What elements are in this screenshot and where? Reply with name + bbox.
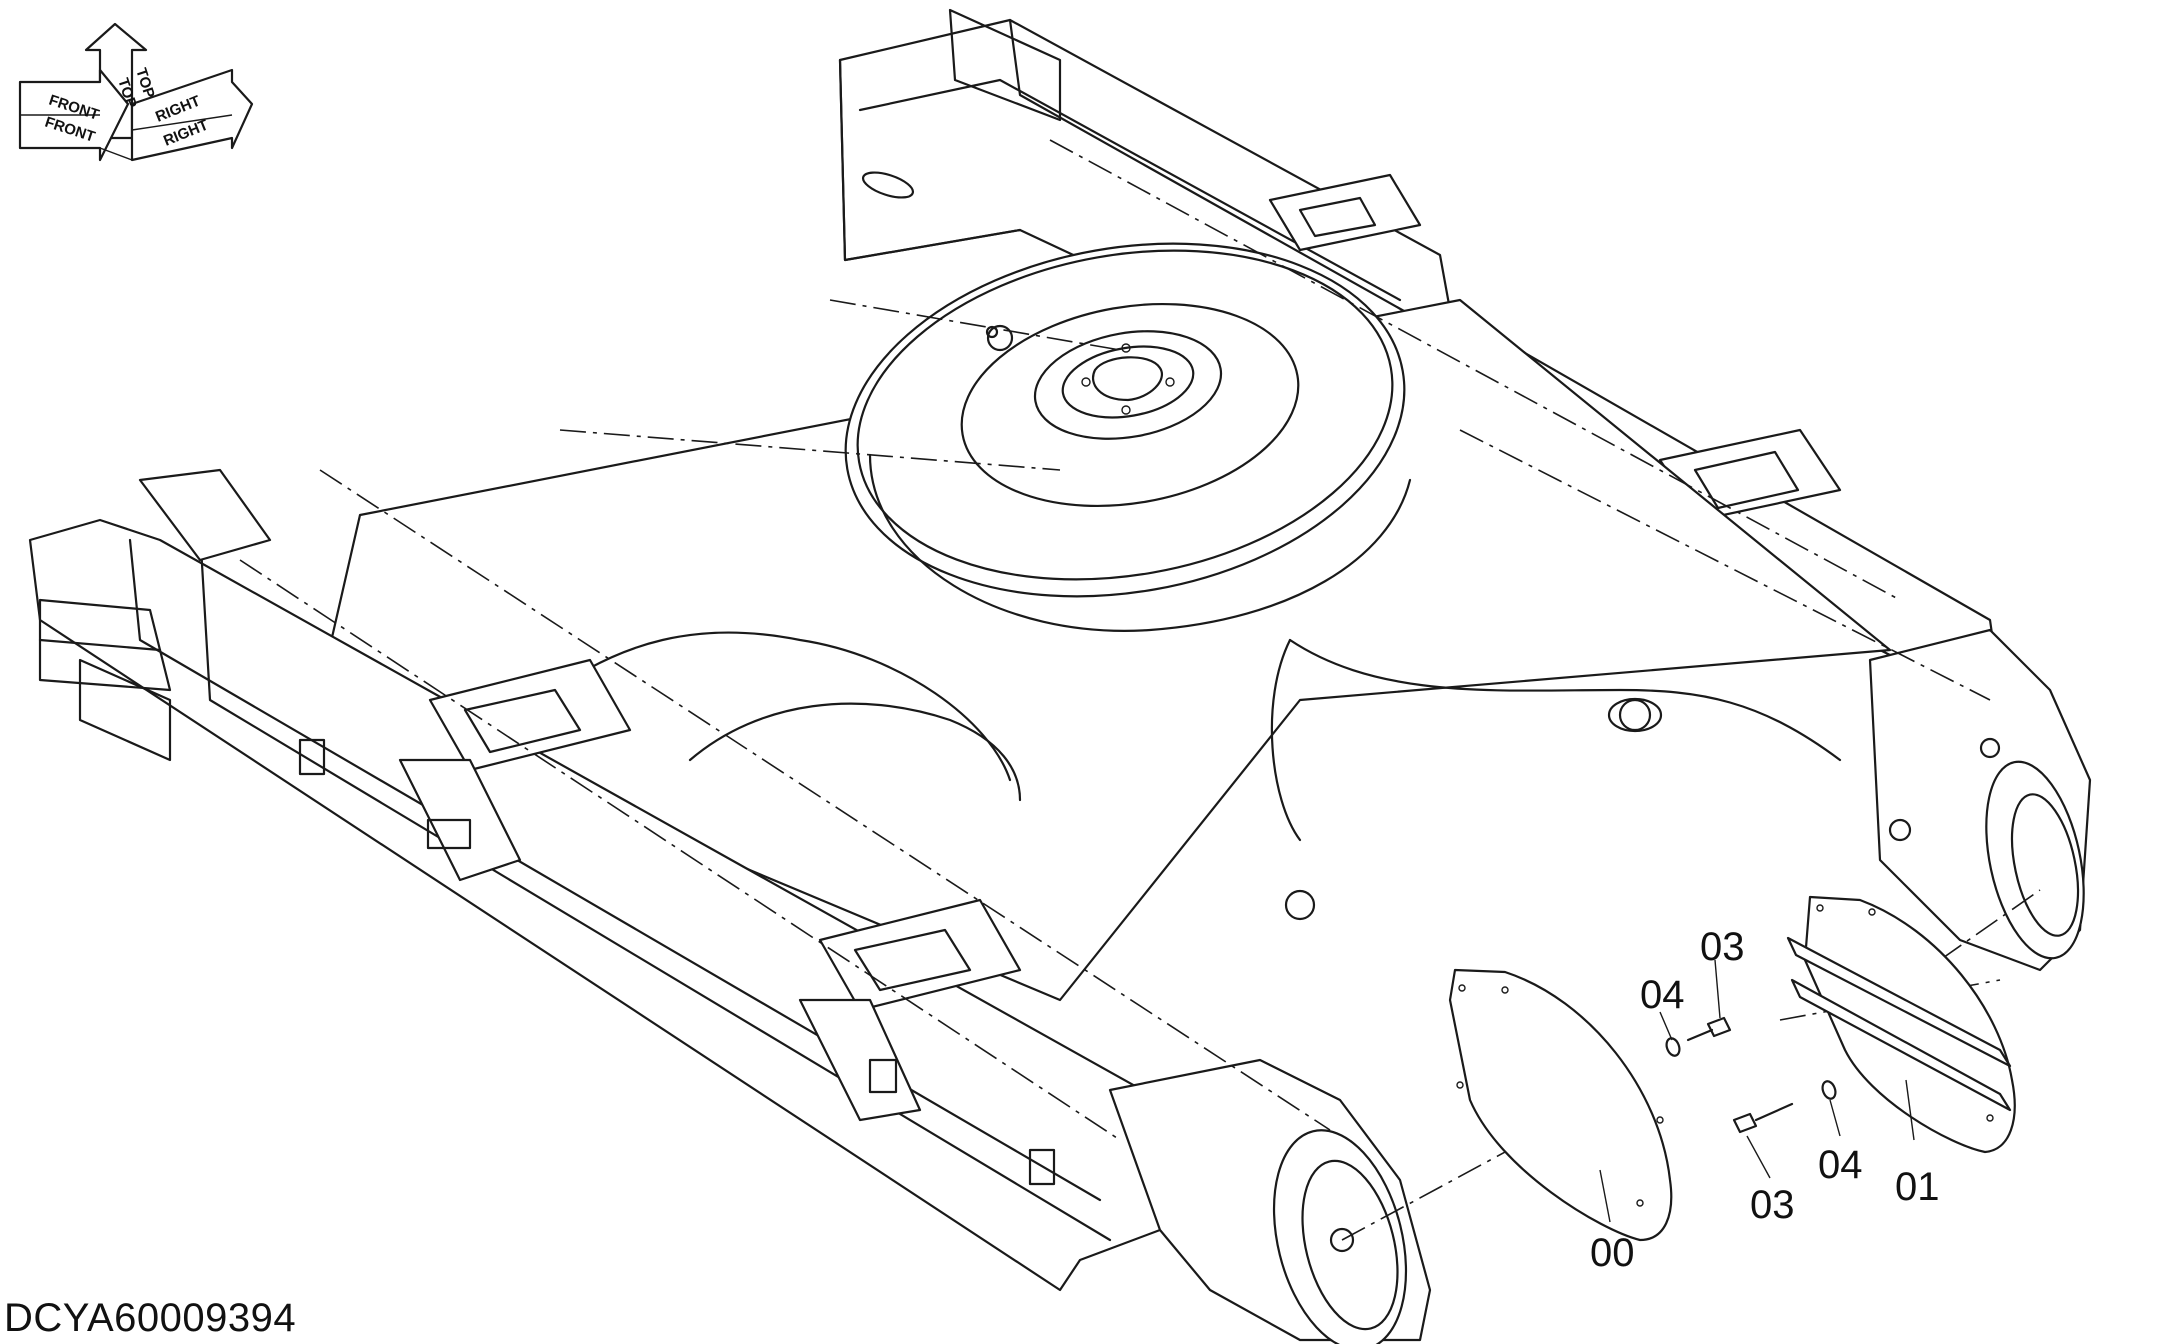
- left-side-frame: [28, 468, 1162, 1292]
- leader-lines: [1599, 959, 1915, 1223]
- callout-00: 00: [1590, 1231, 1635, 1275]
- drawing-id-label: DCYA60009394: [4, 1296, 297, 1340]
- bolt-icon: [1686, 1016, 1794, 1134]
- washer-icon: [1665, 1037, 1837, 1100]
- track-frame: [28, 8, 2092, 1344]
- front-idler-housing: [1108, 1058, 1432, 1344]
- callouts: 03 04 03 04 01 00: [1590, 925, 1940, 1275]
- callout-03-upper: 03: [1700, 925, 1745, 969]
- callout-01: 01: [1895, 1165, 1940, 1209]
- callout-04-upper: 04: [1640, 973, 1685, 1017]
- cover-plate-01: [1786, 895, 2016, 1154]
- center-lines: [239, 139, 2041, 1241]
- rear-idler-housing: [1868, 628, 2092, 972]
- cover-plate-00: [1448, 968, 1673, 1242]
- swing-bearing: [844, 242, 1412, 632]
- callout-03-lower: 03: [1750, 1183, 1795, 1227]
- callout-04-lower: 04: [1818, 1143, 1863, 1187]
- orientation-arrows-icon: FRONT FRONT TOP TOP RIGHT RIGHT: [18, 22, 254, 162]
